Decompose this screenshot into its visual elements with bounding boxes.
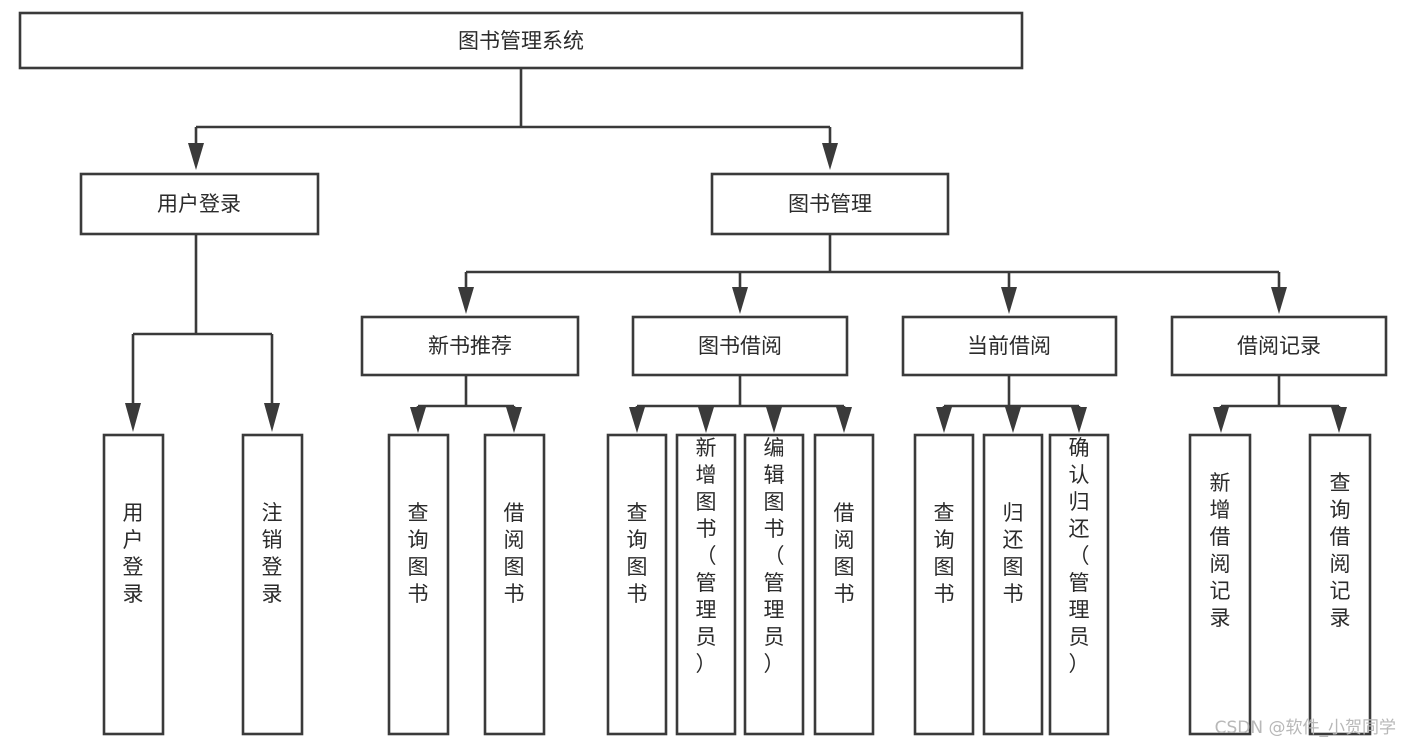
node-leaf-return-book-box[interactable] (982, 433, 1044, 736)
node-root-label: 图书管理系统 (458, 29, 584, 53)
node-leaf-borrow-book-newbook-box[interactable] (483, 433, 546, 736)
arrow-head-newbook-2 (506, 407, 522, 433)
node-leaf-query-book-newbook-label: 查询图书 (408, 501, 429, 606)
node-leaf-add-record-box[interactable] (1188, 433, 1252, 736)
connector-group-user-login (125, 234, 280, 432)
arrow-head-record-2 (1331, 407, 1347, 433)
node-leaf-add-book[interactable]: 新增图书（管理员） (675, 433, 737, 736)
arrow-head-root-to-bookmgmt (822, 143, 838, 170)
arrow-head-record-1 (1213, 407, 1229, 433)
arrow-head-newbook-1 (410, 407, 426, 433)
node-leaf-add-book-label: 新增图书（管理员） (696, 436, 717, 676)
node-leaf-query-book-borrow-box[interactable] (606, 433, 668, 736)
node-root-box[interactable] (18, 11, 1024, 70)
node-user-login-box[interactable] (79, 172, 320, 236)
node-book-management-box[interactable] (710, 172, 950, 236)
node-leaf-borrow-book[interactable]: 借阅图书 (813, 433, 875, 736)
node-leaf-query-book-current-box[interactable] (913, 433, 975, 736)
arrow-head-borrow-1 (629, 407, 645, 433)
node-book-borrow[interactable]: 图书借阅 (631, 315, 849, 377)
node-book-management-label: 图书管理 (788, 192, 872, 216)
node-borrow-record-box[interactable] (1170, 315, 1388, 377)
arrow-head-current-2 (1005, 407, 1021, 433)
arrow-head-current-3 (1071, 407, 1087, 433)
node-leaf-user-login-label: 用户登录 (123, 501, 144, 606)
connector-group-current (936, 375, 1087, 433)
arrow-head-bookmgmt-1 (458, 287, 474, 314)
node-leaf-return-book-label: 归还图书 (1003, 501, 1024, 606)
node-new-book-recommend[interactable]: 新书推荐 (360, 315, 580, 377)
node-current-borrow[interactable]: 当前借阅 (901, 315, 1118, 377)
csdn-watermark: CSDN @软件_小贺同学 (1215, 718, 1396, 738)
node-leaf-logout[interactable]: 注销登录 (241, 433, 304, 736)
arrow-head-root-to-login (188, 143, 204, 170)
node-current-borrow-box[interactable] (901, 315, 1118, 377)
node-leaf-query-book-current-label: 查询图书 (934, 501, 955, 606)
connector-group-new-book (410, 375, 522, 433)
node-leaf-query-record-box[interactable] (1308, 433, 1372, 736)
node-book-borrow-box[interactable] (631, 315, 849, 377)
node-leaf-query-book-borrow[interactable]: 查询图书 (606, 433, 668, 736)
node-leaf-edit-book-label: 编辑图书（管理员） (764, 436, 785, 676)
node-leaf-add-book-box[interactable] (675, 433, 737, 736)
connector-group-book-mgmt (458, 234, 1287, 314)
node-leaf-query-book-borrow-label: 查询图书 (627, 501, 648, 606)
node-leaf-user-login-box[interactable] (102, 433, 165, 736)
node-leaf-edit-book-box[interactable] (743, 433, 805, 736)
node-leaf-edit-book[interactable]: 编辑图书（管理员） (743, 433, 805, 736)
node-leaf-add-record-label: 新增借阅记录 (1210, 471, 1231, 630)
node-user-login-label: 用户登录 (157, 192, 241, 216)
node-leaf-confirm-return[interactable]: 确认归还（管理员） (1048, 433, 1110, 736)
node-book-borrow-label: 图书借阅 (698, 334, 782, 358)
connector-group-root (188, 68, 838, 170)
node-user-login[interactable]: 用户登录 (79, 172, 320, 236)
node-book-management[interactable]: 图书管理 (710, 172, 950, 236)
arrow-head-borrow-4 (836, 407, 852, 433)
node-borrow-record-label: 借阅记录 (1237, 334, 1321, 358)
node-leaf-borrow-book-box[interactable] (813, 433, 875, 736)
node-current-borrow-label: 当前借阅 (967, 334, 1051, 358)
node-leaf-add-record[interactable]: 新增借阅记录 (1188, 433, 1252, 736)
node-borrow-record[interactable]: 借阅记录 (1170, 315, 1388, 377)
node-new-book-recommend-box[interactable] (360, 315, 580, 377)
connector-group-record (1213, 375, 1347, 433)
node-leaf-logout-label: 注销登录 (262, 501, 283, 606)
arrow-head-login-leaf-2 (264, 403, 280, 432)
node-leaf-return-book[interactable]: 归还图书 (982, 433, 1044, 736)
arrow-head-current-1 (936, 407, 952, 433)
node-leaf-borrow-book-newbook-label: 借阅图书 (504, 501, 525, 606)
node-leaf-confirm-return-box[interactable] (1048, 433, 1110, 736)
arrow-head-borrow-3 (766, 407, 782, 433)
node-leaf-query-record-label: 查询借阅记录 (1330, 471, 1351, 630)
node-new-book-recommend-label: 新书推荐 (428, 334, 512, 358)
node-leaf-query-book-current[interactable]: 查询图书 (913, 433, 975, 736)
arrow-head-borrow-2 (698, 407, 714, 433)
arrow-head-login-leaf-1 (125, 403, 141, 432)
node-root[interactable]: 图书管理系统 (18, 11, 1024, 70)
node-leaf-user-login[interactable]: 用户登录 (102, 433, 165, 736)
arrow-head-bookmgmt-2 (732, 287, 748, 314)
node-leaf-query-record[interactable]: 查询借阅记录 (1308, 433, 1372, 736)
node-leaf-confirm-return-label: 确认归还（管理员） (1069, 436, 1090, 676)
node-leaf-borrow-book-label: 借阅图书 (834, 501, 855, 606)
node-leaf-borrow-book-newbook[interactable]: 借阅图书 (483, 433, 546, 736)
arrow-head-bookmgmt-3 (1001, 287, 1017, 314)
node-leaf-query-book-newbook-box[interactable] (387, 433, 450, 736)
node-leaf-logout-box[interactable] (241, 433, 304, 736)
connector-group-borrow (629, 375, 852, 433)
arrow-head-bookmgmt-4 (1271, 287, 1287, 314)
node-leaf-query-book-newbook[interactable]: 查询图书 (387, 433, 450, 736)
